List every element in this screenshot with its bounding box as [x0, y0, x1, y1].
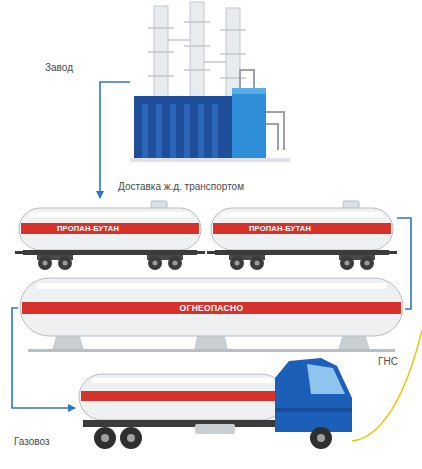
art-part: [240, 70, 254, 88]
art-part: [168, 256, 182, 270]
art-part: [19, 208, 201, 250]
free-label: Доставка ж.д. транспортом: [118, 181, 244, 192]
art-part: [211, 208, 393, 250]
art-part: [154, 6, 168, 102]
art-part: [197, 251, 205, 254]
art-part: [275, 358, 352, 432]
art-part: [266, 124, 278, 150]
art-part: [15, 251, 23, 254]
rail-car-node: ПРОПАН-БУТАН: [15, 198, 205, 272]
art-part: [91, 378, 273, 383]
storage-tank-node: ОГНЕОПАСНОГНС: [18, 274, 405, 354]
art-part: [148, 256, 162, 270]
art-part: [127, 434, 135, 442]
art-part: [235, 261, 240, 266]
art-part: [275, 408, 352, 412]
art-part: [195, 424, 235, 434]
art-part: [220, 77, 246, 79]
art-part: [307, 364, 345, 394]
art-part: [101, 434, 325, 442]
art-part: [153, 261, 158, 266]
art-part: [221, 212, 383, 217]
art-part: [360, 256, 374, 270]
rail-tank-car: [15, 198, 205, 272]
storage-tank: [18, 274, 405, 354]
art-part: [184, 21, 210, 23]
art-part: [36, 283, 387, 289]
art-part: [212, 104, 218, 162]
art-part: [184, 69, 210, 71]
factory-node: Завод: [130, 0, 290, 162]
art-part: [232, 88, 266, 162]
art-part: [255, 261, 260, 266]
art-part: [230, 256, 374, 270]
art-part: [58, 256, 72, 270]
art-part: [79, 374, 285, 420]
art-part: [101, 434, 109, 442]
art-part: [173, 261, 178, 266]
node-label: Газовоз: [14, 436, 72, 447]
art-part: [204, 61, 226, 63]
art-part: [28, 349, 395, 352]
flow-connector: [12, 308, 75, 408]
art-part: [215, 250, 389, 255]
art-part: [29, 212, 191, 217]
art-part: [43, 261, 48, 266]
art-part: [148, 75, 174, 77]
gas-truck: [75, 356, 353, 452]
truck-node: Газовоз: [75, 356, 353, 452]
art-part: [340, 256, 354, 270]
art-part: [184, 104, 190, 162]
art-part: [266, 112, 284, 150]
art-part: [232, 88, 266, 94]
art-part: [184, 45, 210, 47]
rail-tank-car: [207, 198, 397, 272]
art-part: [310, 427, 332, 449]
band-text: ПРОПАН-БУТАН: [225, 223, 335, 234]
art-part: [389, 251, 397, 254]
art-part: [240, 70, 284, 150]
art-part: [148, 22, 246, 78]
art-part: [213, 223, 391, 234]
art-part: [23, 250, 197, 255]
art-part: [43, 261, 178, 266]
art-part: [235, 261, 370, 266]
node-label: ГНС: [378, 356, 418, 367]
factory-illustration: [130, 0, 290, 162]
art-part: [94, 427, 116, 449]
art-part: [168, 39, 190, 41]
node-label: Завод: [45, 62, 95, 73]
art-part: [38, 256, 52, 270]
art-part: [148, 51, 174, 53]
art-part: [220, 53, 246, 55]
art-part: [198, 104, 204, 162]
art-part: [190, 2, 204, 102]
flow-connector: [100, 82, 130, 198]
art-part: [345, 261, 350, 266]
art-part: [170, 104, 176, 162]
art-part: [142, 104, 218, 162]
band-text: ПРОПАН-БУТАН: [33, 223, 143, 234]
art-part: [365, 261, 370, 266]
art-part: [21, 223, 199, 234]
art-part: [207, 251, 215, 254]
rail-car-node: ПРОПАН-БУТАН: [207, 198, 397, 272]
art-part: [94, 427, 332, 449]
art-part: [156, 104, 162, 162]
art-part: [130, 158, 290, 162]
art-part: [148, 27, 174, 29]
art-part: [38, 256, 182, 270]
band-text: ОГНЕОПАСНО: [18, 302, 405, 314]
flow-connector: [397, 218, 411, 309]
art-part: [230, 256, 244, 270]
art-part: [142, 104, 148, 162]
art-part: [250, 256, 264, 270]
art-part: [63, 261, 68, 266]
art-part: [81, 391, 283, 401]
art-part: [120, 427, 142, 449]
art-part: [220, 29, 246, 31]
art-part: [317, 434, 325, 442]
